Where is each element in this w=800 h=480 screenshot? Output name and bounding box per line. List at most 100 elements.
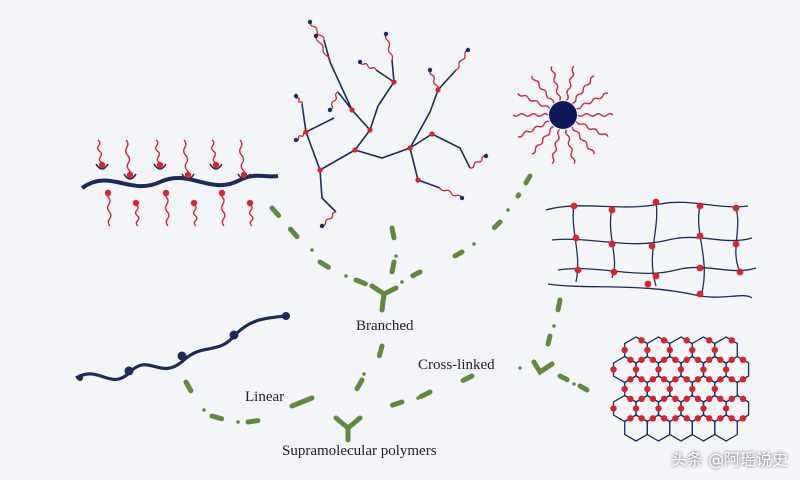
hex-binding-site [728,337,735,344]
hex-binding-site [632,366,640,373]
hex-binding-site [666,346,673,354]
hex-binding-site [621,385,628,393]
hex-binding-site [655,366,662,373]
crosslink-junction [652,272,660,280]
crosslink-junction [608,240,616,248]
hex-binding-site [660,395,668,402]
star-arm [575,121,609,138]
dendrimer-end [357,59,363,65]
side-chain-down [106,189,112,227]
hex-binding-site [638,337,645,344]
dendrimer-node [367,127,373,133]
hex-binding-site [728,376,735,383]
hex-binding-site [728,395,735,402]
hex-binding-site [672,356,679,363]
hex-binding-site [739,356,747,363]
arrow-paths [183,173,597,443]
dendrimer-node [317,167,323,173]
hex-binding-site [689,346,696,354]
hex-binding-site [706,415,713,422]
arrow-dendrimer-to-branched [389,225,399,275]
crosslink-junction [574,266,582,274]
hex-binding-site [711,346,718,354]
binding-site [132,199,140,207]
dendrimer-arms [293,19,489,229]
arrow-branched-to-supra [351,343,385,397]
crosslink-junction [608,206,616,214]
binding-site [162,189,170,197]
label-branched: Branched [356,318,414,334]
hex-binding-site [610,405,617,412]
hex-binding-site [649,415,657,422]
crosslink-junction [652,198,660,206]
hex-binding-site [722,366,730,373]
hex-binding-site [739,376,747,383]
binding-site [246,199,254,207]
dendrimer-arm [455,49,469,71]
crosslink-junction [696,290,704,298]
receptor [209,163,223,170]
hex-network [610,336,750,442]
dendrimer-arm [384,33,394,61]
hex-binding-site [689,385,696,393]
hex-binding-site [644,346,651,354]
dendrimer-end [313,33,319,39]
hex-binding-site [706,356,713,363]
label-supramolecular: Supramolecular polymers [282,443,437,459]
arrow-crosslinked-to-supra [381,373,475,411]
arrow-supra-head [333,415,363,443]
dendrimer-node [303,129,309,135]
receptor [181,173,195,180]
hex-binding-site [722,405,730,412]
receptor [95,163,109,170]
star-arm [517,120,550,138]
crosslink-junction [572,234,580,242]
receptor [237,173,251,180]
dendrimer-end [383,31,389,37]
star-arm [572,75,595,104]
hex-binding-site [632,405,640,412]
crosslink-junction [644,280,652,288]
hex-binding-site [672,376,679,383]
binding-site [190,199,198,207]
dendrimer-arm [315,35,331,63]
hex-binding-site [672,415,679,422]
hex-binding-site [717,415,724,422]
star-arm [531,75,555,104]
hex-binding-site [638,415,645,422]
hex-binding-site [728,356,735,363]
dendrimer-node [435,87,441,93]
linear-polymer [75,312,290,382]
hex-binding-site [706,376,713,383]
arrow-comb-to-branched [269,205,369,287]
hex-binding-site [627,395,634,402]
star-arm [531,126,554,155]
crosslink-junction [570,202,578,210]
label-linear: Linear [245,389,285,405]
receptor [153,163,167,170]
hex-binding-site [638,395,645,402]
hex-binding-site [683,337,690,344]
hex-binding-site [660,376,668,383]
star-arm [512,113,549,117]
dendrimer-end [319,223,325,229]
hex-binding-site [683,376,690,383]
hex-cell [714,414,738,442]
dendrimer-arm [321,211,337,227]
dendrimer-end [465,47,471,53]
comb-polymer [80,139,279,227]
crosslink-junction [696,264,704,272]
hex-binding-site [694,376,702,383]
hex-binding-site [683,415,690,422]
hex-binding-site [694,356,702,363]
side-chain-down [164,189,170,227]
hex-binding-site [627,376,634,383]
binding-site [156,161,164,169]
dendrimer-end [327,107,333,113]
hex-binding-site [649,395,657,402]
arrow-network-to-crosslinked [545,297,563,347]
hex-binding-site [700,405,707,412]
dendrimer-node [407,145,413,151]
hex-binding-site [739,415,747,422]
hex-binding-site [638,356,645,363]
